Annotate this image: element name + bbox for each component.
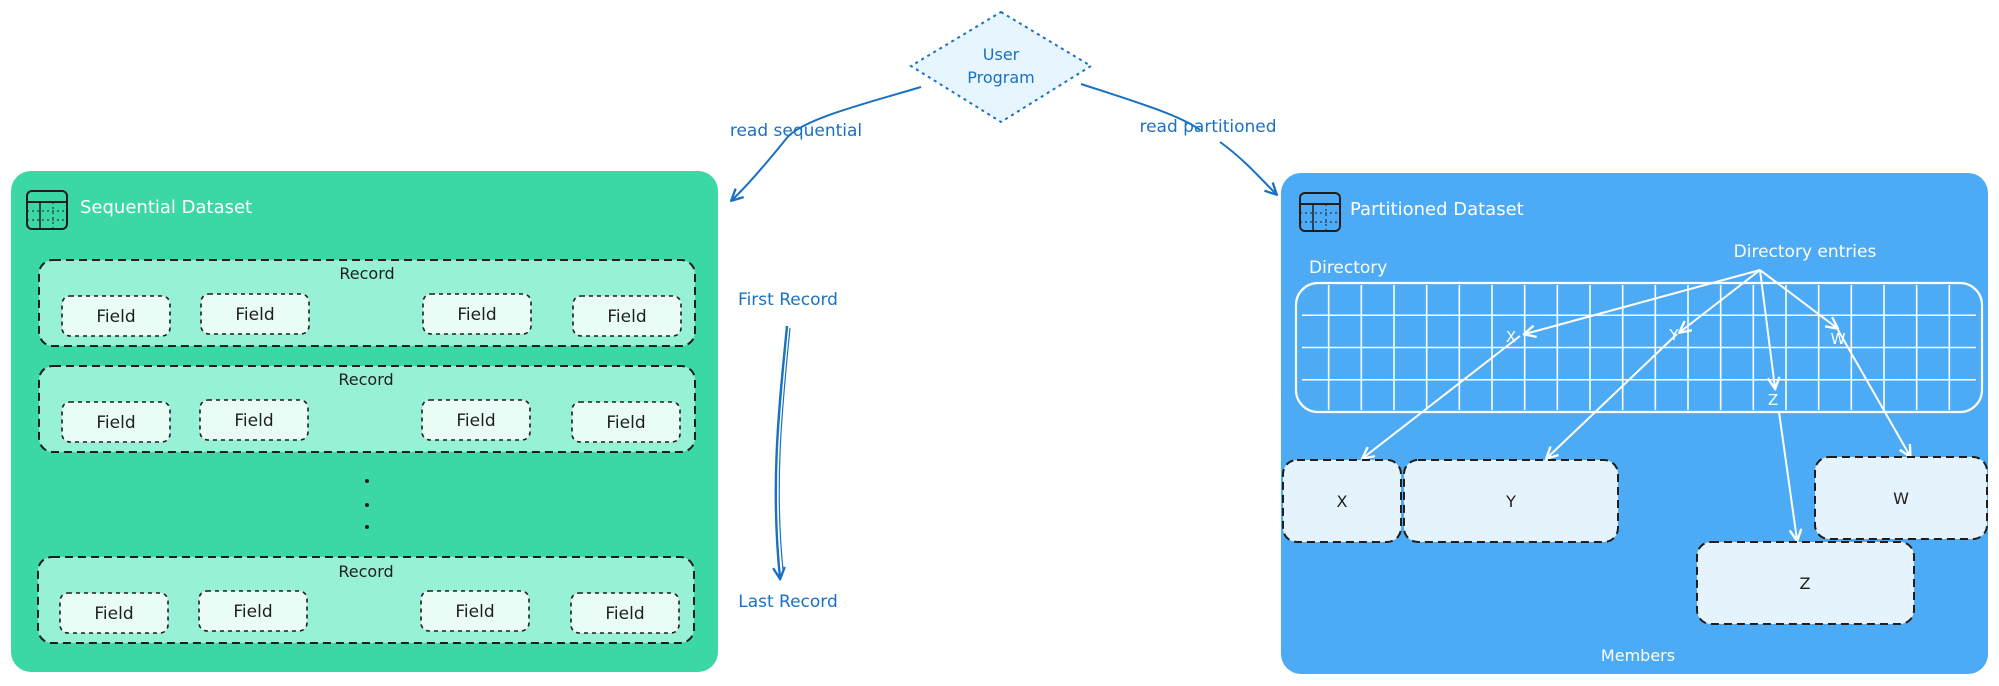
field-box: Field	[422, 293, 532, 335]
read-sequential-label: read sequential	[730, 121, 862, 141]
ellipsis-dots	[365, 479, 369, 529]
svg-text:Field: Field	[233, 602, 272, 622]
field-box: Field	[198, 590, 308, 632]
field-box: Field	[61, 295, 171, 337]
field-box: Field	[200, 293, 310, 335]
field-box: Field	[420, 590, 530, 632]
record-3: Record Field Field Field Field	[37, 556, 695, 644]
read-partitioned-edge: read partitioned	[1080, 83, 1277, 194]
svg-text:Field: Field	[605, 604, 644, 624]
directory-entry-z: Z	[1768, 391, 1778, 409]
svg-text:Field: Field	[234, 411, 273, 431]
field-box: Field	[570, 592, 680, 634]
user-program-label-line2: Program	[967, 68, 1035, 87]
svg-text:Field: Field	[457, 305, 496, 325]
svg-text:Z: Z	[1800, 574, 1811, 593]
svg-text:Field: Field	[456, 411, 495, 431]
field-box: Field	[421, 399, 531, 441]
sequential-dataset: Sequential Dataset Record Field Field Fi…	[11, 171, 718, 672]
field-box: Field	[59, 592, 169, 634]
svg-text:Field: Field	[94, 604, 133, 624]
member-box-w: W	[1814, 456, 1988, 540]
members-label: Members	[1601, 646, 1675, 665]
record-order-flow: First Record Last Record	[738, 290, 838, 612]
first-record-label: First Record	[738, 290, 838, 310]
partitioned-dataset-title: Partitioned Dataset	[1350, 199, 1524, 220]
field-box: Field	[61, 401, 171, 443]
sequential-dataset-title: Sequential Dataset	[80, 197, 252, 218]
svg-text:Field: Field	[235, 305, 274, 325]
directory-pointers	[1363, 269, 1910, 540]
directory-entry-y: Y	[1668, 326, 1679, 344]
directory-entries-label: Directory entries	[1734, 242, 1877, 262]
last-record-label: Last Record	[738, 592, 838, 612]
directory-entry-w: W	[1831, 330, 1846, 348]
svg-text:Y: Y	[1505, 492, 1516, 511]
record-label: Record	[338, 370, 393, 389]
svg-text:W: W	[1893, 489, 1909, 508]
partitioned-dataset: Partitioned Dataset Directory Directory …	[1281, 173, 1988, 674]
svg-text:Field: Field	[606, 413, 645, 433]
svg-text:X: X	[1337, 492, 1348, 511]
field-box: Field	[199, 399, 309, 441]
user-program-label-line1: User	[983, 45, 1020, 64]
member-box-z: Z	[1696, 541, 1915, 625]
member-box-x: X	[1282, 459, 1402, 543]
svg-text:Field: Field	[96, 413, 135, 433]
member-box-y: Y	[1403, 459, 1619, 543]
read-sequential-edge: read sequential	[730, 86, 922, 200]
directory-label: Directory	[1309, 258, 1387, 278]
svg-text:Field: Field	[96, 307, 135, 327]
directory-grid	[1294, 281, 1984, 414]
record-2: Record Field Field Field Field	[38, 365, 696, 453]
record-1: Record Field Field Field Field	[38, 259, 696, 347]
user-program-node: User Program	[909, 10, 1093, 124]
record-label: Record	[338, 562, 393, 581]
field-box: Field	[571, 401, 681, 443]
field-box: Field	[572, 295, 682, 337]
table-icon	[26, 190, 68, 230]
read-partitioned-label: read partitioned	[1139, 117, 1276, 137]
directory-entry-x: X	[1506, 328, 1516, 346]
svg-text:Field: Field	[607, 307, 646, 327]
table-icon	[1299, 192, 1341, 232]
svg-text:Field: Field	[455, 602, 494, 622]
record-label: Record	[339, 264, 394, 283]
